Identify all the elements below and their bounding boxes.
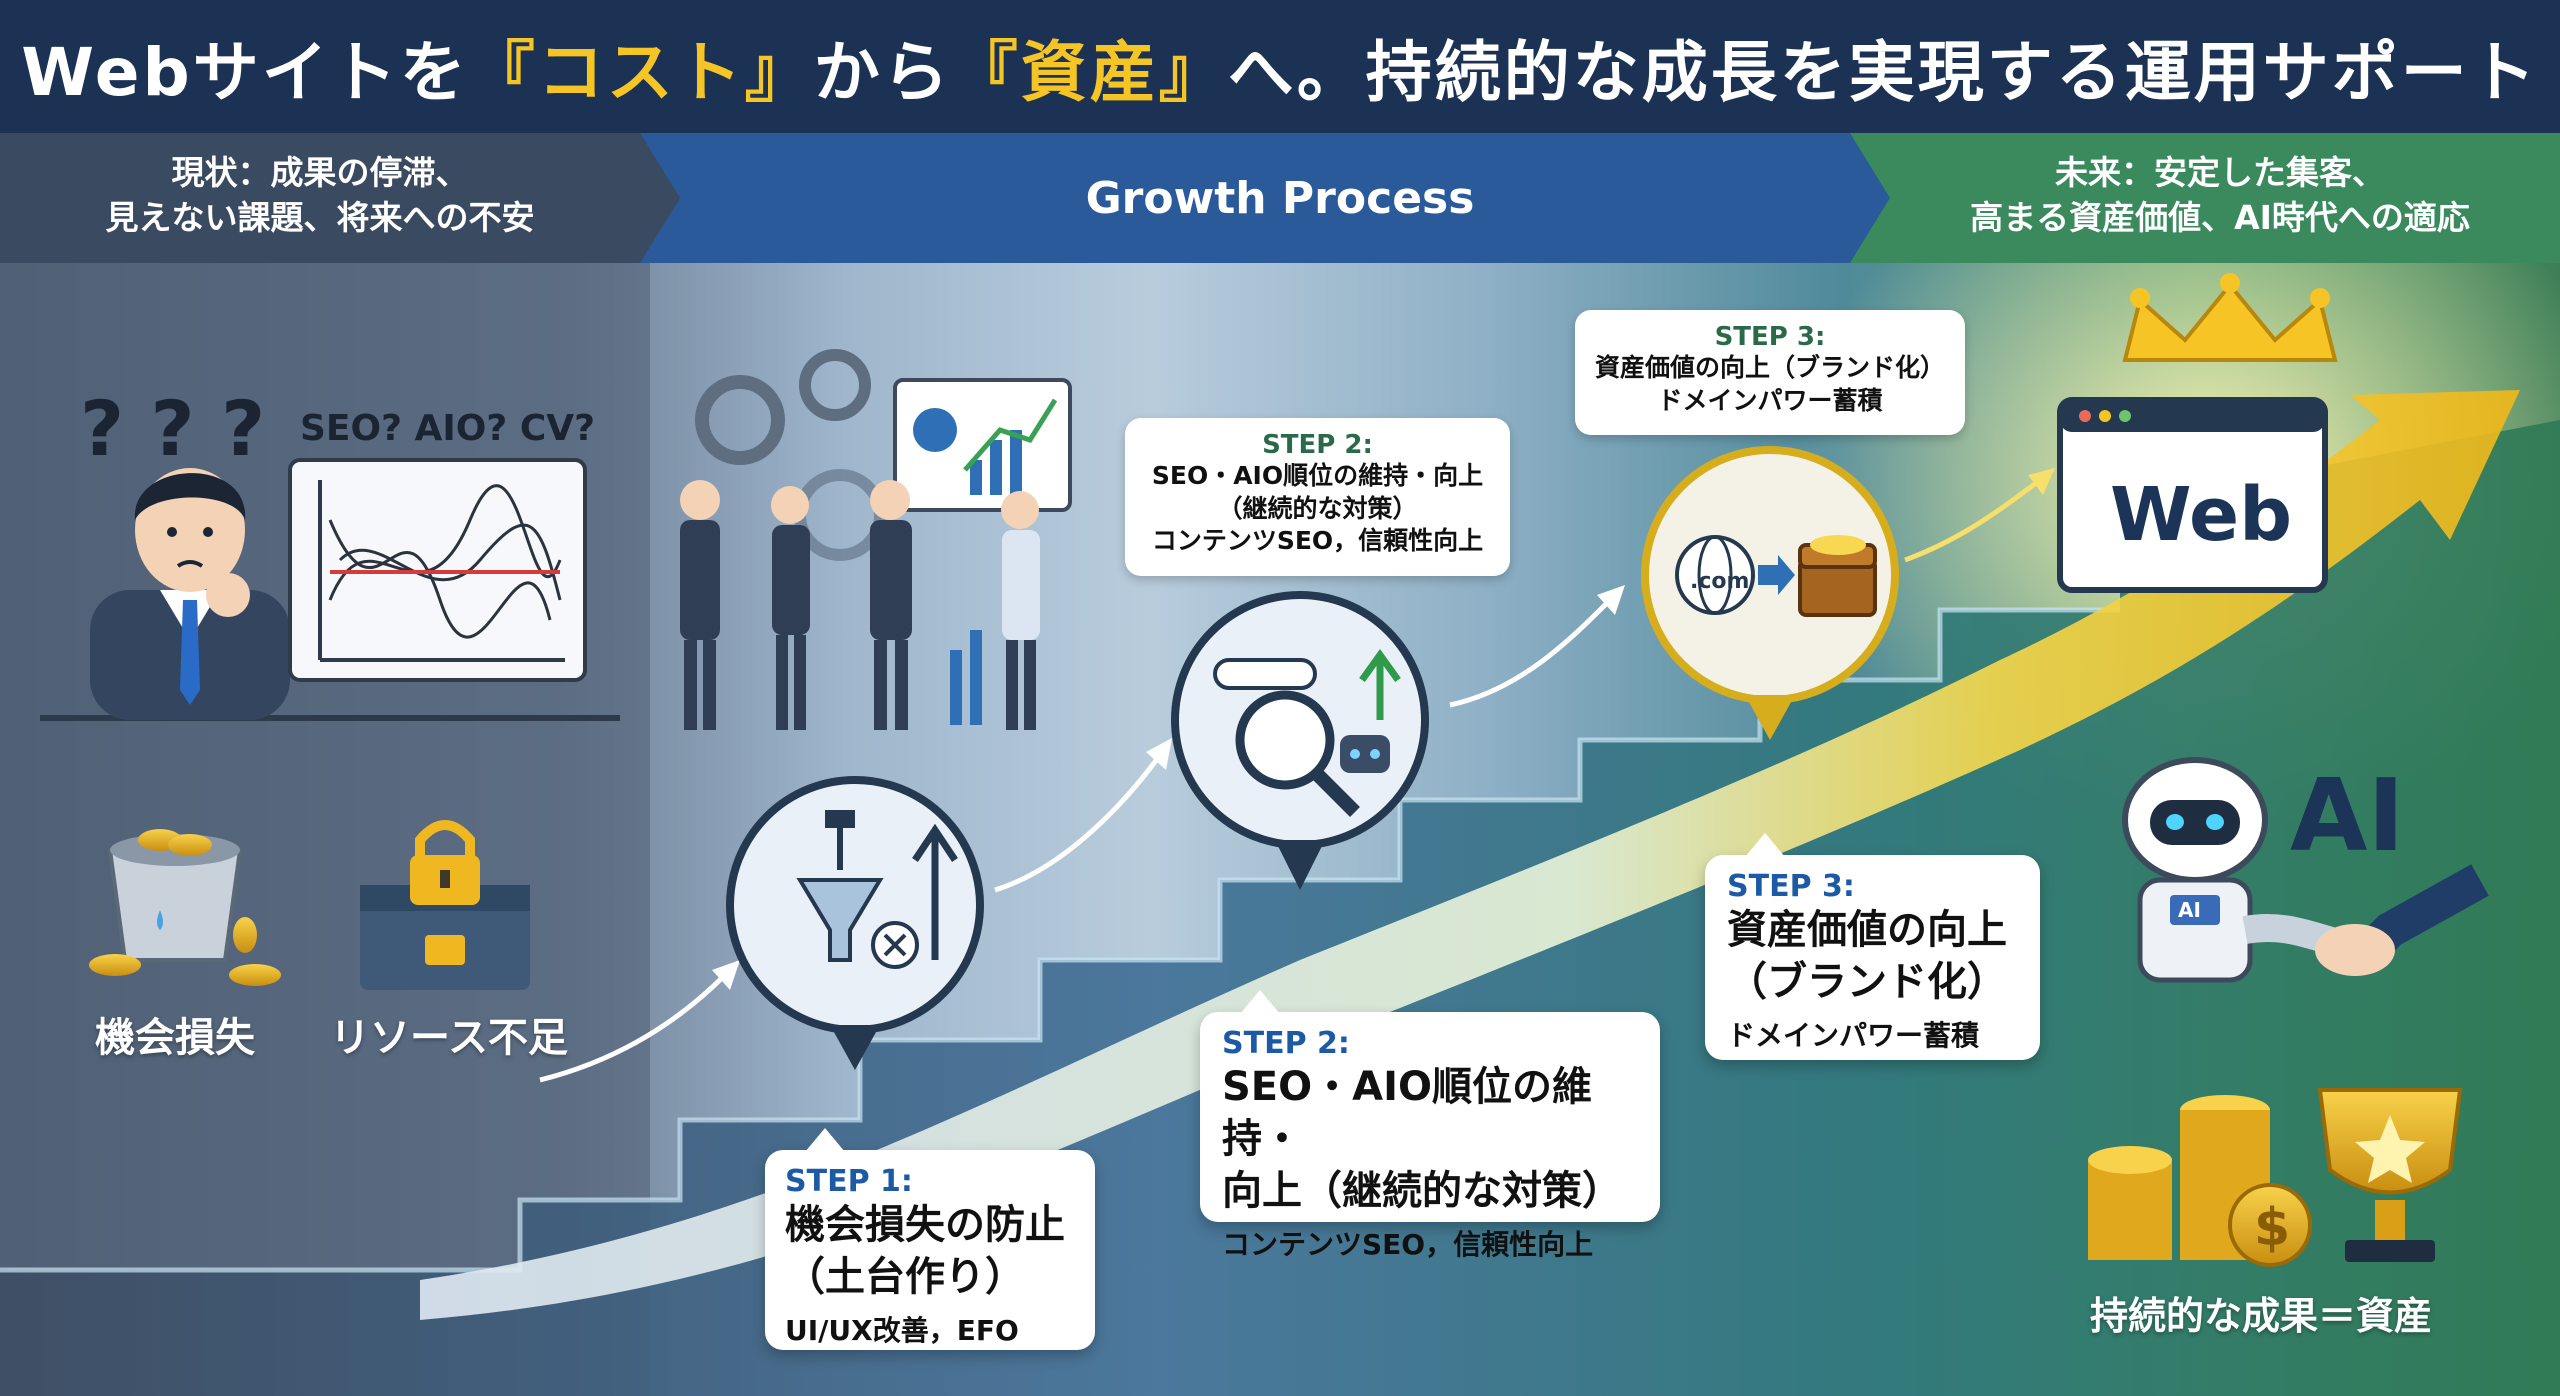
step2-card: STEP 2: SEO・AIO順位の維持・ 向上（継続的な対策） コンテンツSE… — [1200, 990, 1660, 1261]
connector-arrow-2-head — [1146, 738, 1172, 770]
band-left-line2: 見えない課題、将来への不安 — [105, 197, 535, 237]
step1-title-line1: 機会損失の防止 — [785, 1202, 1065, 1248]
dollar-symbol: $ — [2254, 1198, 2290, 1258]
title-cost: 『コスト』 — [468, 33, 814, 111]
step1-label: STEP 1: — [785, 1164, 913, 1199]
callout-step3-line2: ドメインパワー蓄積 — [1657, 385, 1883, 415]
callout-step2-line3: コンテンツSEO，信頼性向上 — [1151, 526, 1484, 555]
ai-label: AI — [2290, 757, 2405, 874]
band-growth-process: Growth Process — [1085, 173, 1475, 224]
step2-label: STEP 2: — [1222, 1026, 1350, 1061]
coin-stacks-icon — [2088, 1095, 2312, 1267]
title-bar: Webサイトを『コスト』から『資産』へ。持続的な成長を実現する運用サポート — [0, 0, 2560, 133]
domain-label: .com — [1690, 569, 1749, 594]
connector-arrow-2 — [994, 753, 1163, 893]
opportunity-loss-label: 機会損失 — [95, 1015, 255, 1061]
callout-step3-step: STEP 3: — [1714, 322, 1826, 352]
step3-sub: ドメインパワー蓄積 — [1727, 1019, 1980, 1052]
resource-shortage-label: リソース不足 — [330, 1015, 568, 1061]
leaking-bucket-icon — [89, 829, 281, 986]
step2-sub: コンテンツSEO，信頼性向上 — [1222, 1228, 1594, 1261]
band-shapes — [0, 133, 2560, 263]
step3-title-line2: （ブランド化） — [1727, 959, 2007, 1005]
step3-title-line1: 資産価値の向上 — [1727, 907, 2007, 953]
callout-step3-line1: 資産価値の向上（ブランド化） — [1594, 353, 1945, 382]
band-future-state: 未来：安定した集客、 高まる資産価値、AI時代への適応 — [1900, 151, 2540, 240]
callout-step2-step: STEP 2: — [1262, 430, 1373, 460]
connector-arrow-1-head — [712, 960, 740, 990]
connector-arrow-3-head — [1597, 585, 1625, 615]
chart-question-label: SEO? AIO? CV? — [300, 408, 595, 449]
messy-chart-lines — [328, 484, 562, 639]
step2-title-line2: 向上（継続的な対策） — [1222, 1168, 1622, 1214]
step3-card: STEP 3: 資産価値の向上 （ブランド化） ドメインパワー蓄積 — [1705, 833, 2040, 1060]
robot-badge: AI — [2178, 898, 2201, 922]
title-pre: Webサイトを — [21, 33, 469, 111]
callout-step2: STEP 2: SEO・AIO順位の維持・向上 （継続的な対策） コンテンツSE… — [1125, 418, 1510, 576]
trophy-icon — [2317, 1088, 2463, 1262]
step2-title-line1: SEO・AIO順位の維持・ — [1222, 1064, 1592, 1162]
band-current-state: 現状：成果の停滞、 見えない課題、将来への不安 — [70, 151, 570, 240]
title-asset: 『資産』 — [951, 33, 1228, 111]
staircase — [0, 420, 2560, 1396]
worried-person-illustration — [90, 468, 290, 720]
title-mid: から — [813, 33, 952, 111]
step1-title-line2: （土台作り） — [785, 1254, 1025, 1300]
callout-step2-line1: SEO・AIO順位の維持・向上 — [1151, 461, 1484, 490]
band-right-line2: 高まる資産価値、AI時代への適応 — [1970, 197, 2470, 237]
connector-arrow-4 — [1904, 477, 2042, 563]
step1-sub: UI/UX改善，EFO — [785, 1314, 1019, 1347]
search-bubble-icon — [1171, 591, 1429, 890]
step1-card: STEP 1: 機会損失の防止 （土台作り） UI/UX改善，EFO — [765, 1128, 1095, 1350]
sustainable-results-label: 持続的な成果＝資産 — [2090, 1294, 2433, 1338]
band-left-line1: 現状：成果の停滞、 — [171, 153, 469, 192]
domain-to-treasure-bubble-icon — [1641, 446, 1899, 740]
question-marks: ? ? ? — [80, 384, 265, 473]
callout-step2-line2: （継続的な対策） — [1217, 493, 1418, 523]
connector-arrow-3 — [1449, 598, 1612, 708]
locked-box-icon — [360, 820, 530, 990]
web-card-label: Web — [2110, 472, 2292, 558]
callout-step3: STEP 3: 資産価値の向上（ブランド化） ドメインパワー蓄積 — [1575, 310, 1965, 435]
team-illustration — [680, 349, 1072, 730]
connector-arrow-1 — [539, 973, 727, 1083]
header-band: 現状：成果の停滞、 見えない課題、将来への不安 Growth Process 未… — [0, 133, 2560, 263]
connector-arrow-4-head — [2028, 468, 2055, 495]
ai-robot-illustration — [2122, 757, 2489, 983]
crown-icon — [2122, 273, 2338, 362]
title-post: へ。持続的な成長を実現する運用サポート — [1227, 33, 2539, 111]
step3-label: STEP 3: — [1727, 869, 1855, 904]
page-title: Webサイトを『コスト』から『資産』へ。持続的な成長を実現する運用サポート — [21, 19, 2538, 115]
band-right-line1: 未来：安定した集客、 — [2055, 153, 2385, 192]
funnel-bubble-icon — [726, 776, 984, 1070]
